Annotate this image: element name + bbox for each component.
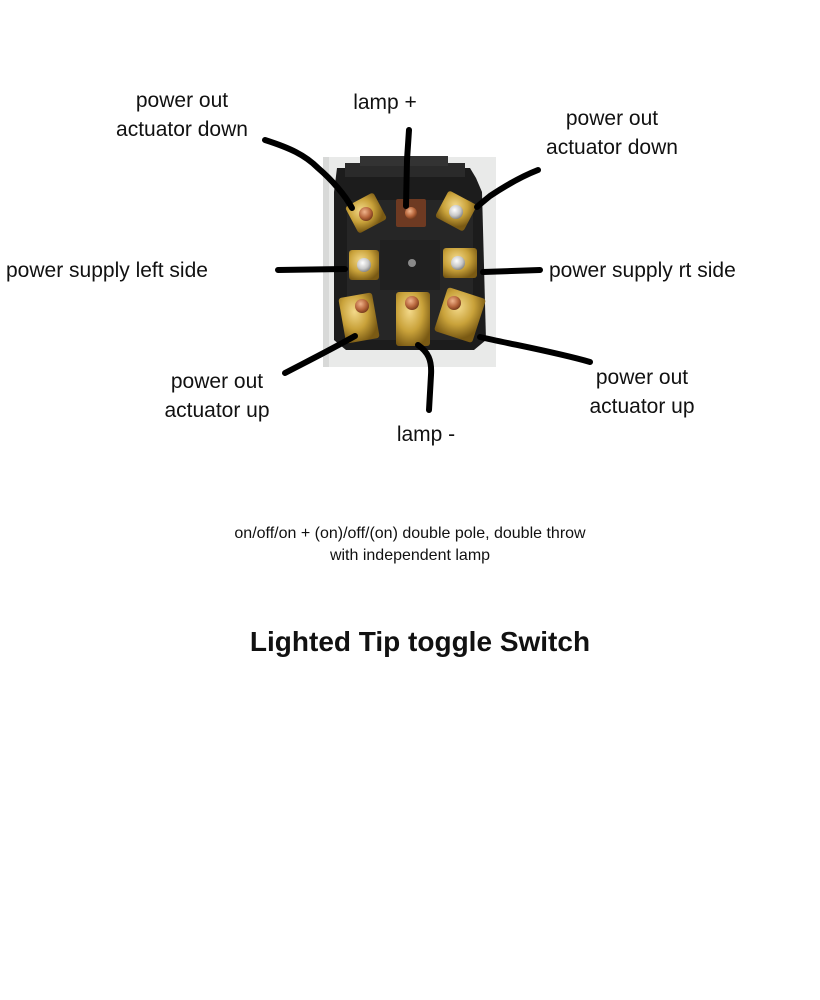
terminal-top-right [435, 191, 477, 231]
label-top-center-line1: lamp + [353, 91, 417, 114]
label-bottom-left-line2: actuator up [164, 399, 270, 422]
label-bottom-right: power out actuator up [566, 363, 718, 421]
label-top-right-line2: actuator down [546, 136, 678, 159]
label-bottom-left: power out actuator up [140, 367, 294, 425]
leader-line-top-right [474, 167, 541, 210]
leader-line-bottom-right [477, 334, 593, 365]
label-mid-left: power supply left side [6, 256, 208, 285]
label-top-center: lamp + [335, 88, 435, 117]
leader-line-top-left [262, 137, 355, 211]
terminal-mid-right [443, 248, 477, 278]
label-bottom-right-line1: power out [595, 366, 689, 389]
label-mid-right-line1: power supply rt side [549, 259, 736, 282]
leader-line-top-center [403, 127, 412, 209]
label-bottom-center: lamp - [378, 420, 474, 449]
label-top-left-line2: actuator down [116, 118, 248, 141]
label-top-left-line1: power out [135, 89, 229, 112]
page-title: Lighted Tip toggle Switch [249, 626, 591, 657]
terminal-bottom-center [396, 292, 430, 346]
leader-line-bottom-center [415, 342, 435, 413]
switch-description-line2: with independent lamp [329, 547, 491, 564]
label-bottom-center-line1: lamp - [396, 423, 456, 446]
label-bottom-right-line2: actuator up [589, 395, 695, 418]
label-top-right-line1: power out [565, 107, 659, 130]
terminal-bottom-left [338, 292, 380, 344]
terminal-bottom-right [434, 287, 486, 343]
leader-line-mid-left [275, 266, 348, 273]
leader-line-mid-right [480, 267, 543, 275]
terminal-top-left [345, 193, 387, 233]
label-top-right: power out actuator down [528, 104, 696, 162]
terminal-mid-left [349, 250, 379, 280]
label-bottom-left-line1: power out [170, 370, 264, 393]
terminal-top-center [396, 199, 426, 227]
switch-description: on/off/on + (on)/off/(on) double pole, d… [0, 523, 820, 567]
switch-description-line1: on/off/on + (on)/off/(on) double pole, d… [234, 525, 586, 542]
label-mid-left-line1: power supply left side [6, 259, 208, 282]
leader-line-bottom-left [282, 333, 358, 376]
label-top-left: power out actuator down [100, 86, 264, 144]
photo-shadow [323, 157, 329, 367]
label-mid-right: power supply rt side [549, 256, 736, 285]
